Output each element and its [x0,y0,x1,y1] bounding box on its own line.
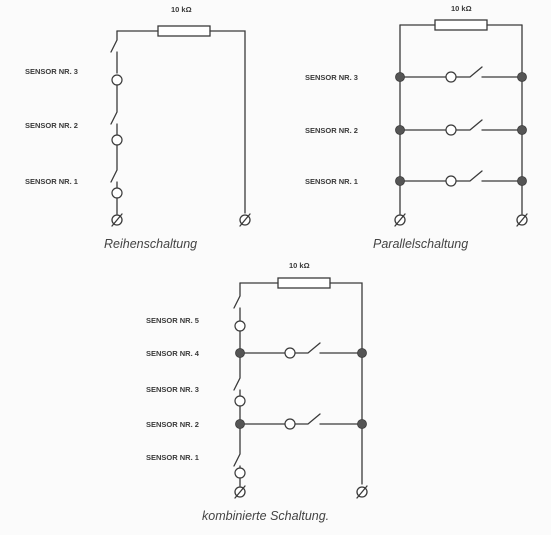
parallel-branch-3 [395,66,527,83]
combined-sensor-label-2: SENSOR NR. 2 [146,420,199,429]
combined-sensor-3-contact [234,395,246,407]
combined-terminal-right [356,485,368,499]
combined-branch-4 [235,342,367,359]
parallel-caption: Parallelschaltung [373,237,468,251]
series-sensor-label-3: SENSOR NR. 3 [25,67,78,76]
parallel-resistor-label: 10 kΩ [451,4,472,13]
parallel-resistor [434,19,488,31]
combined-sensor-5-contact [234,320,246,332]
combined-sensor-label-1: SENSOR NR. 1 [146,453,199,462]
combined-resistor [277,277,331,289]
series-switch-2 [110,84,118,136]
parallel-terminal-left [394,213,406,227]
series-sensor-1-contact [111,187,123,199]
series-switch-1 [110,144,118,189]
series-switch-3 [110,30,118,74]
series-terminal-right [239,213,251,227]
parallel-sensor-label-1: SENSOR NR. 1 [305,177,358,186]
series-terminal-left [111,213,123,227]
series-right-wire [209,30,246,214]
combined-circuit: 10 kΩ [146,261,368,523]
combined-sensor-label-4: SENSOR NR. 4 [146,349,200,358]
series-sensor-3-contact [111,74,123,86]
combined-switch-3 [233,330,241,397]
parallel-terminal-right [516,213,528,227]
series-resistor-label: 10 kΩ [171,5,192,14]
combined-terminal-left [234,485,246,499]
parallel-sensor-label-3: SENSOR NR. 3 [305,73,358,82]
series-sensor-label-1: SENSOR NR. 1 [25,177,78,186]
combined-resistor-label: 10 kΩ [289,261,310,270]
parallel-branch-2 [395,119,527,136]
series-caption: Reihenschaltung [104,237,197,251]
combined-switch-5 [233,282,241,322]
combined-caption: kombinierte Schaltung. [202,509,329,523]
series-circuit: 10 kΩ SENSOR NR. 3 SENSOR NR. 2 SENSOR N… [25,5,251,251]
combined-switch-1 [233,405,241,469]
parallel-circuit: 10 kΩ [305,4,528,251]
combined-sensor-1-contact [234,467,246,479]
series-resistor [157,25,211,37]
parallel-branch-1 [395,170,527,187]
combined-sensor-label-5: SENSOR NR. 5 [146,316,199,325]
combined-right-rail [329,282,363,485]
parallel-sensor-label-2: SENSOR NR. 2 [305,126,358,135]
combined-sensor-label-3: SENSOR NR. 3 [146,385,199,394]
series-sensor-2-contact [111,134,123,146]
series-sensor-label-2: SENSOR NR. 2 [25,121,78,130]
combined-branch-2 [235,413,367,430]
